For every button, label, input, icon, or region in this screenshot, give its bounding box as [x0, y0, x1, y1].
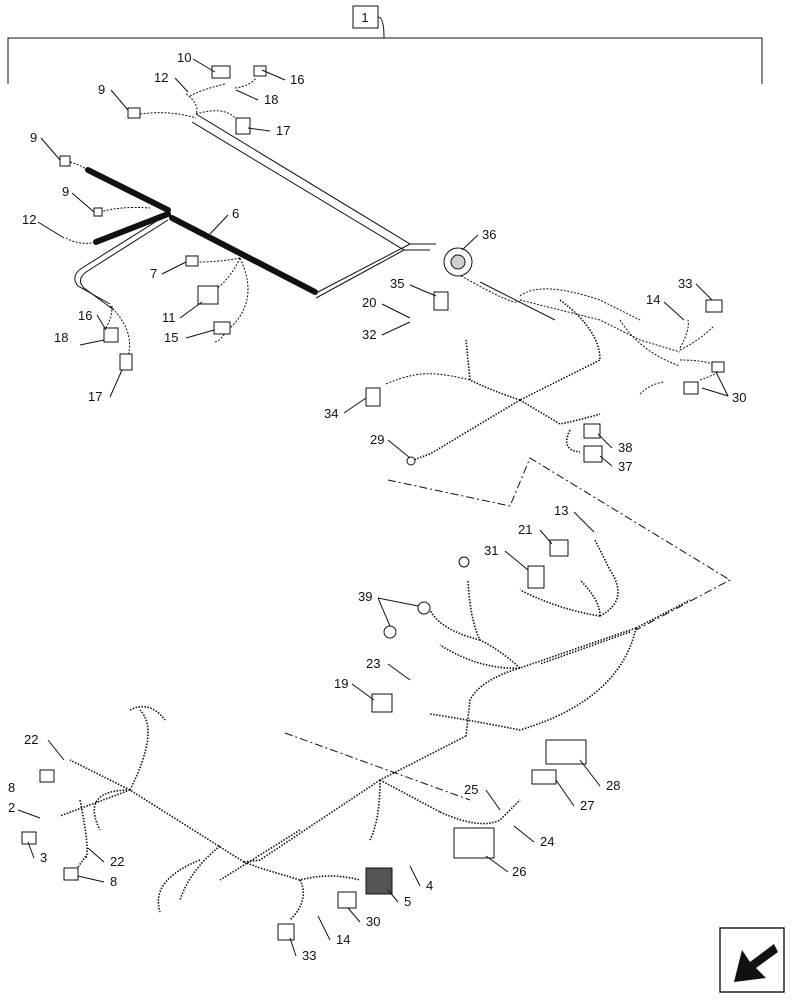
connector-10 [211, 65, 231, 79]
direction-arrow-icon [719, 927, 785, 993]
callout-label: 21 [518, 522, 532, 537]
connector-31 [527, 565, 545, 589]
panel-28 [545, 739, 587, 765]
connector-15 [213, 321, 231, 335]
callout-label: 34 [324, 406, 338, 421]
callout-label: 15 [164, 330, 178, 345]
callout-label: 7 [150, 266, 157, 281]
callout-label: 9 [30, 130, 37, 145]
ring-terminal-39a [417, 601, 431, 615]
connector-33a [705, 299, 723, 313]
callout-label: 12 [154, 70, 168, 85]
callout-label: 2 [8, 800, 15, 815]
callout-label: 10 [177, 50, 191, 65]
callout-label: 14 [336, 932, 350, 947]
callout-label: 31 [484, 543, 498, 558]
callout-label: 19 [334, 676, 348, 691]
callout-label: 6 [232, 206, 239, 221]
connector-11 [197, 285, 219, 305]
callout-label: 8 [8, 780, 15, 795]
callout-label: 16 [78, 308, 92, 323]
connector-19 [371, 693, 393, 713]
bracket-27 [531, 769, 557, 785]
callout-label: 22 [24, 732, 38, 747]
connector-3 [21, 831, 37, 845]
callout-label: 29 [370, 432, 384, 447]
connector-17 [235, 117, 251, 135]
callout-label: 24 [540, 834, 554, 849]
bracket-38 [583, 423, 601, 439]
callout-label: 39 [358, 589, 372, 604]
connector-8a [39, 769, 55, 783]
callout-label: 12 [22, 212, 36, 227]
callout-label: 33 [302, 948, 316, 963]
callout-label: 3 [40, 850, 47, 865]
callout-label: 18 [54, 330, 68, 345]
parts [21, 65, 725, 941]
connector-30b [711, 361, 725, 373]
connector-21 [549, 539, 569, 557]
callout-label: 17 [276, 123, 290, 138]
assembly-item-number: 1 [361, 10, 368, 25]
callout-label: 38 [618, 440, 632, 455]
connector-housing-26 [453, 827, 495, 859]
callout-label: 5 [404, 894, 411, 909]
assembly-bracket: 1 [7, 5, 763, 84]
callout-label: 9 [62, 184, 69, 199]
connector-7 [185, 255, 199, 267]
ring-terminal-39b [383, 625, 397, 639]
connector-30a [683, 381, 699, 395]
callout-label: 13 [554, 503, 568, 518]
callout-label: 32 [362, 327, 376, 342]
connector-17b [119, 353, 133, 371]
callout-label: 27 [580, 798, 594, 813]
bracket-37 [583, 445, 603, 463]
callout-label: 11 [162, 310, 176, 325]
connector-16 [253, 65, 267, 77]
connector-34 [365, 387, 381, 407]
connector-30c [337, 891, 357, 909]
connector-8b [63, 867, 79, 881]
callout-label: 8 [110, 874, 117, 889]
connector-33b [277, 923, 295, 941]
leader-lines [17, 58, 729, 957]
lower-harness [59, 539, 691, 921]
terminal-29 [406, 456, 416, 466]
callout-label: 28 [606, 778, 620, 793]
callout-labels: 10 16 12 18 9 17 9 9 12 6 7 11 15 16 18 … [8, 50, 746, 963]
reference-lines [284, 457, 732, 801]
callout-label: 9 [98, 82, 105, 97]
connector-9a [127, 107, 141, 119]
callout-label: 23 [366, 656, 380, 671]
connector-9c [93, 207, 103, 217]
callout-label: 16 [290, 72, 304, 87]
connector-35 [433, 291, 449, 311]
callout-label: 14 [646, 292, 660, 307]
callout-label: 30 [366, 914, 380, 929]
upper-harness [65, 77, 436, 357]
callout-label: 33 [678, 276, 692, 291]
connector-9b [59, 155, 71, 167]
ring-terminal [458, 556, 470, 568]
callout-label: 37 [618, 459, 632, 474]
middle-harness [385, 273, 721, 461]
callout-label: 30 [732, 390, 746, 405]
connector-16b [103, 327, 119, 343]
callout-label: 36 [482, 227, 496, 242]
callout-label: 26 [512, 864, 526, 879]
callout-label: 17 [88, 389, 102, 404]
callout-label: 25 [464, 782, 478, 797]
callout-label: 35 [390, 276, 404, 291]
callout-label: 20 [362, 295, 376, 310]
callout-label: 22 [110, 854, 124, 869]
callout-label: 18 [264, 92, 278, 107]
callout-label: 4 [426, 878, 433, 893]
connector-5 [365, 867, 393, 895]
